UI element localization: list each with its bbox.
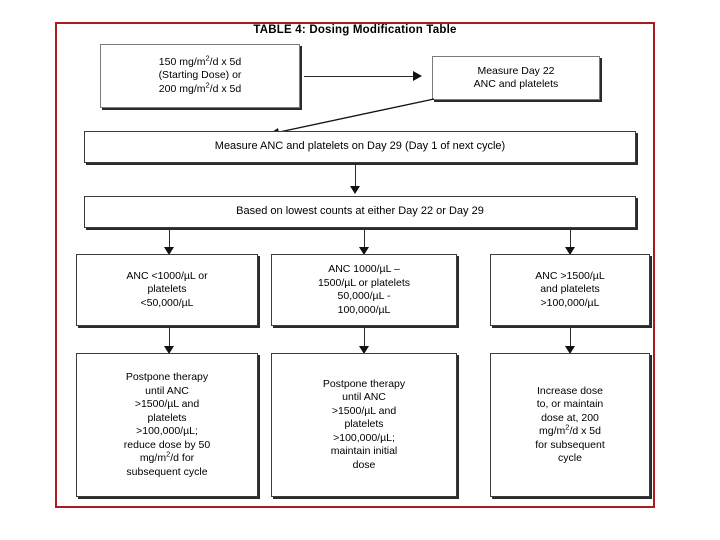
edge-arrowhead-day29-to-lowest xyxy=(350,186,360,194)
edge-line-criteria-mid-to-action xyxy=(364,328,365,348)
edge-arrowhead-lowest-to-criteria-high xyxy=(565,247,575,255)
edge-arrowhead-criteria-high-to-action xyxy=(565,346,575,354)
edge-line-day29-to-lowest xyxy=(355,165,356,188)
edge-line-dose-to-day22 xyxy=(304,76,414,77)
edge-arrowhead-dose-to-day22 xyxy=(413,71,422,81)
edge-arrowhead-criteria-low-to-action xyxy=(164,346,174,354)
edge-line-criteria-high-to-action xyxy=(570,328,571,348)
node-measure-day29: Measure ANC and platelets on Day 29 (Day… xyxy=(84,131,636,163)
edge-line-lowest-to-criteria-mid xyxy=(364,229,365,249)
node-measure-day29-text: Measure ANC and platelets on Day 29 (Day… xyxy=(214,140,506,153)
edge-line-criteria-low-to-action xyxy=(169,328,170,348)
node-lowest-counts: Based on lowest counts at either Day 22 … xyxy=(84,196,636,228)
edge-line-lowest-to-criteria-low xyxy=(169,229,170,249)
edge-arrowhead-lowest-to-criteria-low xyxy=(164,247,174,255)
node-lowest-counts-text: Based on lowest counts at either Day 22 … xyxy=(236,205,484,218)
edge-arrowhead-lowest-to-criteria-mid xyxy=(359,247,369,255)
figure-title: TABLE 4: Dosing Modification Table xyxy=(253,24,457,36)
edge-arrowhead-criteria-mid-to-action xyxy=(359,346,369,354)
edge-line-lowest-to-criteria-high xyxy=(570,229,571,249)
